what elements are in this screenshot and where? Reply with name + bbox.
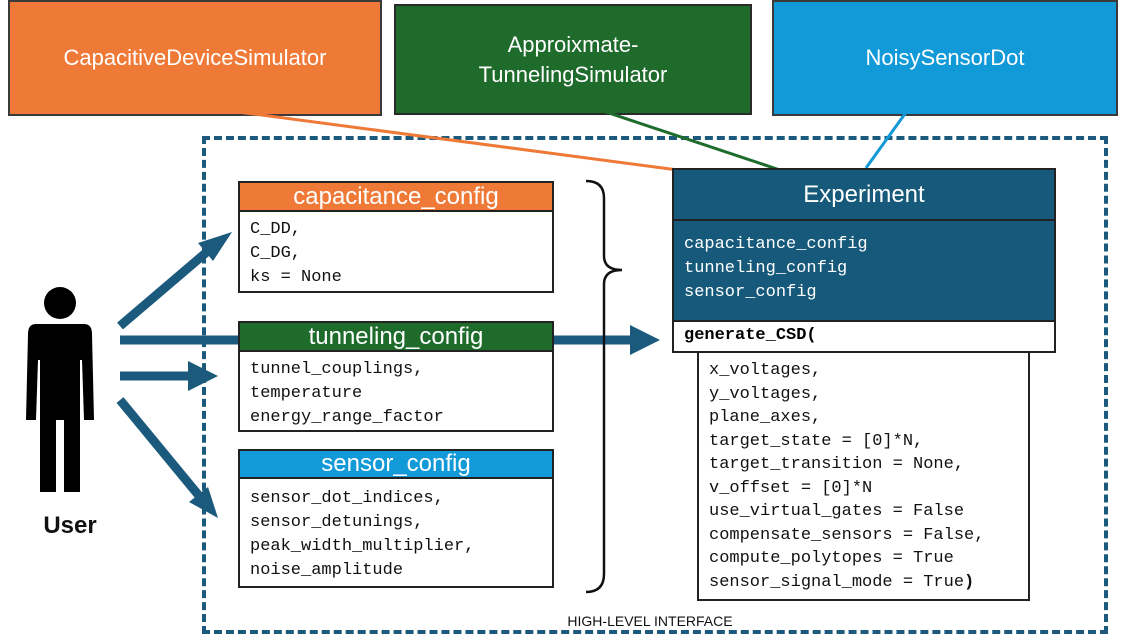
experiment-title: Experiment xyxy=(803,180,925,208)
noisy-to-experiment-line xyxy=(864,103,914,169)
arrowhead-sensor xyxy=(189,487,218,518)
arg-line: x_voltages, xyxy=(709,361,822,380)
noisy-sensor-dot-box: NoisySensorDot xyxy=(772,0,1118,116)
attribute-line: sensor_config xyxy=(684,283,817,302)
capacitance-config-title: capacitance_config xyxy=(293,182,499,210)
tunneling-simulator-label-line2: TunnelingSimulator xyxy=(478,61,668,87)
param-line: temperature xyxy=(250,384,363,403)
capacitance-config-body: C_DD, C_DG,ks = None xyxy=(238,212,554,293)
param-line: energy_range_factor xyxy=(250,408,444,427)
generate-csd-method: generate_CSD( xyxy=(672,322,1056,353)
param-line: noise_amplitude xyxy=(250,561,404,580)
tunneling-simulator-box: Approixmate- TunnelingSimulator xyxy=(394,4,752,115)
arg-line: use_virtual_gates = False xyxy=(709,502,965,521)
param-line: tunnel_couplings, xyxy=(250,360,424,379)
attribute-line: capacitance_config xyxy=(684,235,868,254)
arrowhead-tunneling xyxy=(188,361,218,391)
experiment-header: Experiment xyxy=(672,168,1056,221)
arg-line: compensate_sensors = False, xyxy=(709,525,985,545)
arg-line: target_state = [0]*N, xyxy=(709,431,924,451)
param-line: C_DD, xyxy=(250,220,302,239)
capacitance-config-header: capacitance_config xyxy=(238,181,554,212)
param-line: C_DG, xyxy=(250,244,302,263)
arg-line-last: sensor_signal_mode = True) xyxy=(709,571,1018,595)
arrowheads xyxy=(188,232,660,518)
arg-line: plane_axes, xyxy=(709,408,822,427)
param-line: peak_width_multiplier, xyxy=(250,537,475,556)
arrow-to-capacitance-config xyxy=(117,241,218,330)
sensor-config-header: sensor_config xyxy=(238,449,554,479)
arg-line: compute_polytopes = True xyxy=(709,549,954,568)
last-arg: sensor_signal_mode = True xyxy=(709,572,965,592)
config-brace xyxy=(585,179,623,594)
arg-line: target_transition = None, xyxy=(709,455,965,474)
attribute-line: tunneling_config xyxy=(684,259,848,278)
sensor-config-title: sensor_config xyxy=(321,450,471,477)
tunneling-config-body: tunnel_couplings, temperature energy_range… xyxy=(238,352,554,432)
capacitive-device-simulator-box: CapacitiveDeviceSimulator xyxy=(8,0,382,116)
tunneling-simulator-label-line1: Approixmate- xyxy=(507,31,639,57)
capacitive-simulator-label: CapacitiveDeviceSimulator xyxy=(63,45,327,71)
high-level-interface-frame xyxy=(202,136,1108,634)
sensor-config-body: sensor_dot_indices, sensor_detunings,peak… xyxy=(238,479,554,588)
arg-line: v_offset = [0]*N xyxy=(709,478,873,498)
param-line: sensor_detunings, xyxy=(250,513,424,532)
param-line: sensor_dot_indices, xyxy=(250,489,444,508)
arrow-to-sensor-config xyxy=(116,397,204,500)
method-name: generate_CSD( xyxy=(684,326,817,345)
interface-label: HIGH-LEVEL INTERFACE xyxy=(567,613,733,629)
user-label: User xyxy=(43,512,97,539)
capacitive-to-experiment-line xyxy=(192,104,679,172)
noisy-sensor-label: NoisySensorDot xyxy=(865,45,1025,71)
generate-csd-arguments: x_voltages, y_voltages, plane_axes, target_… xyxy=(697,353,1030,601)
tunneling-config-title: tunneling_config xyxy=(308,322,484,350)
user-icon xyxy=(26,287,94,492)
arrowhead-experiment xyxy=(630,325,660,355)
tunneling-config-header: tunneling_config xyxy=(238,321,554,352)
param-line: ks = None xyxy=(250,268,342,287)
arg-line: y_voltages, xyxy=(709,384,822,404)
tunneling-to-experiment-line xyxy=(569,98,781,172)
arrowhead-capacitance xyxy=(198,232,232,261)
closing-paren: ) xyxy=(964,572,975,592)
